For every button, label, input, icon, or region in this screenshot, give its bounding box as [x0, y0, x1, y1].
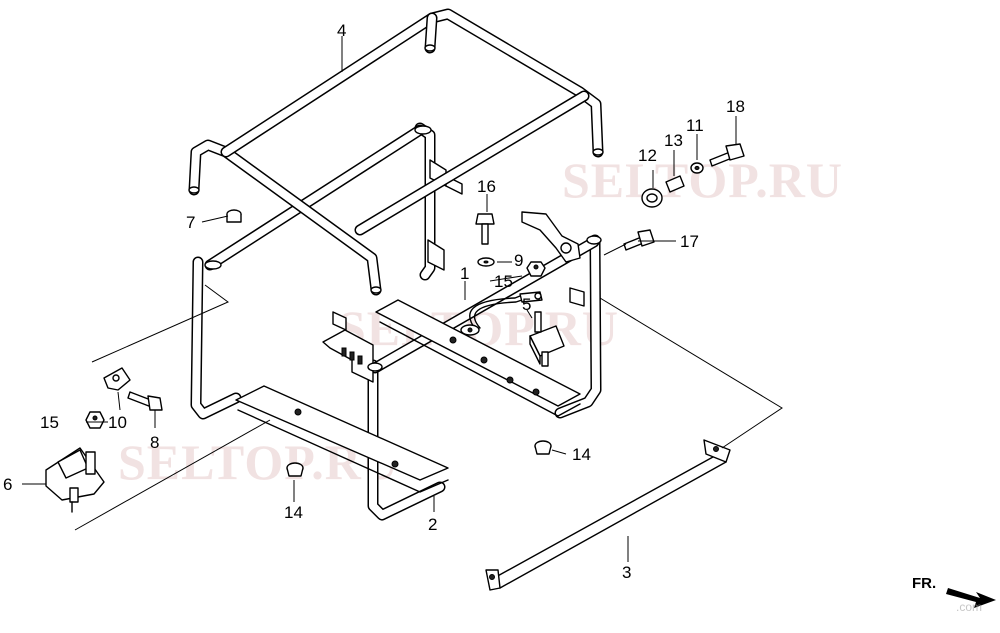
callout-2: 2: [428, 515, 437, 534]
callout-16: 16: [477, 177, 496, 196]
mount-part-6: [45, 447, 105, 513]
callout-4: 4: [337, 21, 346, 40]
nut-part-15-center: [526, 261, 546, 277]
callout-9: 9: [514, 251, 523, 270]
callout-1: 1: [460, 264, 469, 283]
leader-lines: [22, 36, 737, 562]
callout-5: 5: [522, 295, 531, 314]
fr-label: FR.: [912, 575, 936, 592]
bolt-part-17: [623, 229, 655, 251]
callout-8: 8: [150, 433, 159, 452]
bolt-part-16: [475, 213, 495, 245]
washer-part-11: [690, 162, 704, 174]
upper-right-bracket: [521, 211, 585, 307]
collar-part-13: [665, 175, 685, 193]
watermark-top: SELTOP.RU: [562, 152, 843, 208]
cross-bar-part-3: [485, 439, 731, 591]
frame-part-2: [190, 122, 602, 521]
ground-terminal-part-5: [529, 311, 565, 367]
callout-6: 6: [3, 475, 12, 494]
grommet-part-14-bottom: [286, 462, 304, 477]
ground-cable-part-1: [460, 291, 543, 336]
callout-15-center: 15: [494, 272, 513, 291]
bolt-part-18: [709, 143, 745, 167]
callout-11: 11: [686, 116, 704, 135]
assembly-lines: [74, 243, 783, 531]
callout-3: 3: [622, 563, 631, 582]
callout-14-right: 14: [572, 445, 591, 464]
callout-14-bottom: 14: [284, 503, 303, 522]
nut-part-15-left: [85, 411, 105, 429]
callout-17: 17: [680, 232, 699, 251]
grommet-part-14-right: [534, 440, 552, 455]
callout-18: 18: [726, 97, 745, 116]
callout-10: 10: [108, 413, 127, 432]
grommet-part-12: [641, 188, 663, 208]
handle-frame-part-4: [188, 8, 604, 296]
callout-13: 13: [664, 131, 683, 150]
callout-12: 12: [638, 146, 657, 165]
bracket-part-10: [103, 367, 131, 391]
cap-part-7: [226, 209, 242, 223]
front-direction-marker: FR. .com: [912, 575, 996, 614]
callout-15-left: 15: [40, 413, 59, 432]
washer-part-9: [477, 257, 495, 267]
callout-labels: 4 7 16 9 1 15 5 17 18 11 13 12 15 10 8 6…: [3, 21, 745, 582]
callout-7: 7: [186, 213, 195, 232]
corner-mark: .com: [956, 600, 982, 614]
bolt-part-8: [127, 391, 163, 411]
direction-arrow-icon: [946, 588, 996, 608]
